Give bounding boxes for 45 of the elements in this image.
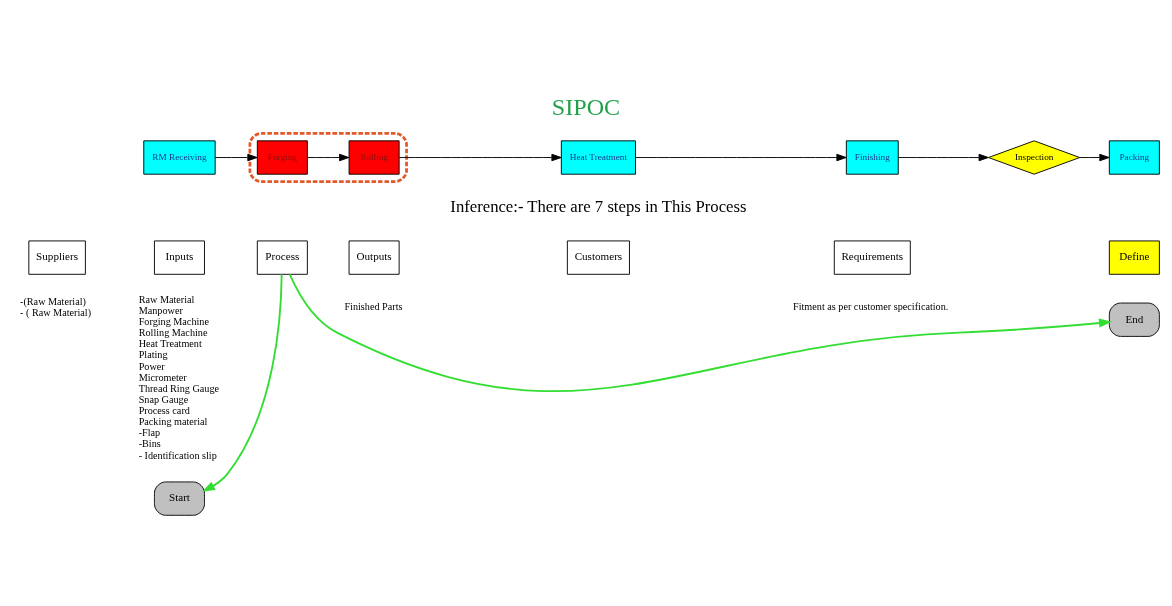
node-label: -(Raw Material): [20, 295, 86, 307]
arrow: [898, 153, 989, 161]
node-label: Finished Parts: [344, 300, 403, 312]
node-label: Plating: [138, 348, 168, 360]
node-label: Raw Material: [138, 293, 195, 305]
arrow: [635, 153, 847, 161]
diagram-title: SIPOC: [551, 93, 621, 120]
node-label: Packing material: [138, 415, 208, 427]
node-box: Heat Treatment: [560, 139, 636, 175]
arrow: [202, 273, 283, 492]
node-box: RM Receiving: [143, 139, 216, 175]
arrow: [398, 153, 562, 161]
node-box: Suppliers: [28, 239, 86, 275]
arrow: [288, 273, 1112, 392]
node-label: -Bins: [138, 437, 161, 449]
caption: Inference:- There are 7 steps in This Process: [450, 196, 747, 216]
node-box: Process: [256, 239, 308, 275]
node-box: Define: [1108, 239, 1160, 275]
node-box: Outputs: [348, 239, 400, 275]
node-box: Inputs: [153, 239, 205, 275]
node-box: Packing: [1108, 139, 1160, 175]
arrow: [307, 153, 350, 161]
node-box: Finishing: [845, 139, 899, 175]
node-label: - Identification slip: [138, 449, 217, 461]
node-box: Customers: [566, 239, 630, 275]
node-label: Fitment as per customer specification.: [793, 300, 949, 312]
node-box: Requirements: [833, 239, 911, 275]
node-box: End: [1108, 302, 1160, 337]
node-box: Rolling: [348, 139, 400, 175]
node-diamond: Inspection: [988, 139, 1081, 175]
node-label: Snap Gauge: [138, 393, 189, 405]
node-label: Manpower: [138, 304, 183, 316]
node-box: Start: [153, 480, 205, 516]
node-label: Power: [138, 360, 165, 372]
node-label: Heat Treatment: [138, 337, 202, 349]
node-box: Forging: [256, 139, 308, 175]
node-label: Micrometer: [138, 371, 187, 383]
node-label: Rolling Machine: [138, 326, 208, 338]
node-label: Forging Machine: [138, 315, 209, 327]
node-label: -Flap: [138, 426, 161, 438]
arrow: [1079, 153, 1110, 161]
arrow: [214, 153, 258, 161]
node-label: Thread Ring Gauge: [138, 382, 220, 394]
node-label: Process card: [138, 404, 190, 416]
node-label: - ( Raw Material): [20, 306, 92, 318]
